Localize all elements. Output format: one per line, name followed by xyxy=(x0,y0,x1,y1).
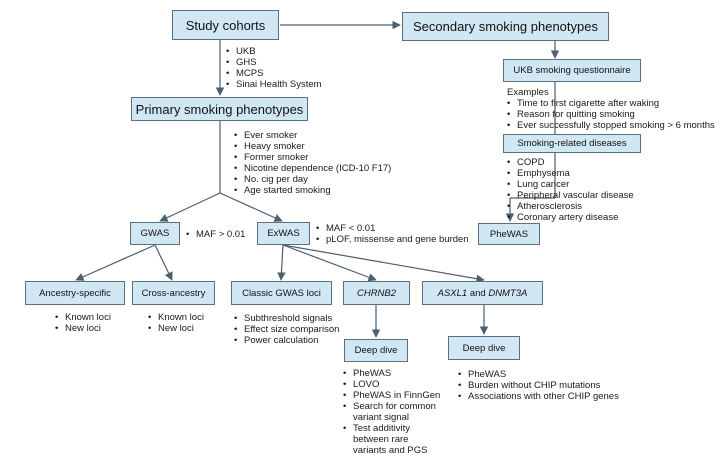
list-item: Subthreshold signals xyxy=(234,313,339,324)
smoking-diseases-label: Smoking-related diseases xyxy=(517,138,627,149)
list-item: Lung cancer xyxy=(507,179,634,190)
list-item: Time to first cigarette after waking xyxy=(507,98,715,109)
list-item: Heavy smoker xyxy=(234,141,391,152)
primary-phenotypes-box: Primary smoking phenotypes xyxy=(131,97,308,121)
list-item: Emphysema xyxy=(507,168,634,179)
smoking-diseases-box: Smoking-related diseases xyxy=(503,134,641,153)
gwas-box: GWAS xyxy=(130,222,180,245)
ukb-questionnaire-label: UKB smoking questionnaire xyxy=(513,65,631,76)
exwas-box: ExWAS xyxy=(257,222,310,245)
list-item: Burden without CHIP mutations xyxy=(458,380,619,391)
list-item: MCPS xyxy=(226,68,322,79)
study-cohorts-label: Study cohorts xyxy=(185,17,266,33)
dnmt3a-gene: DNMT3A xyxy=(488,287,528,299)
list-item: Atherosclerosis xyxy=(507,201,634,212)
list-item: New loci xyxy=(148,323,204,334)
list-item: Former smoker xyxy=(234,152,391,163)
cross-ancestry-list: Known loci New loci xyxy=(148,312,204,334)
list-item: COPD xyxy=(507,157,634,168)
deep-dive-asxl1-box: Deep dive xyxy=(448,336,520,360)
ancestry-specific-label: Ancestry-specific xyxy=(39,287,111,299)
list-item: Search for common variant signal xyxy=(343,401,443,423)
list-item: New loci xyxy=(55,323,111,334)
deep-dive-chrnb2-list: PheWAS LOVO PheWAS in FinnGen Search for… xyxy=(343,368,443,456)
phewas-label: PheWAS xyxy=(489,228,529,240)
classic-gwas-box: Classic GWAS loci xyxy=(231,281,332,305)
list-item: PheWAS in FinnGen xyxy=(343,390,443,401)
list-item: PheWAS xyxy=(343,368,443,379)
exwas-filter-list: MAF < 0.01 pLOF, missense and gene burde… xyxy=(316,223,469,245)
list-item: pLOF, missense and gene burden xyxy=(316,234,469,245)
ancestry-specific-box: Ancestry-specific xyxy=(25,281,125,305)
list-item: Known loci xyxy=(55,312,111,323)
deep-dive-chrnb2-label: Deep dive xyxy=(354,345,398,356)
and-text: and xyxy=(467,287,489,299)
list-item: Peripheral vascular disease xyxy=(507,190,634,201)
cross-ancestry-box: Cross-ancestry xyxy=(132,281,215,305)
secondary-phenotypes-box: Secondary smoking phenotypes xyxy=(402,12,609,41)
secondary-phenotypes-label: Secondary smoking phenotypes xyxy=(412,19,598,34)
list-item: Effect size comparison xyxy=(234,324,339,335)
deep-dive-asxl1-label: Deep dive xyxy=(462,342,506,354)
list-item: Age started smoking xyxy=(234,185,391,196)
list-item: GHS xyxy=(226,57,322,68)
list-item: Ever successfully stopped smoking > 6 mo… xyxy=(507,120,715,131)
list-item: Coronary artery disease xyxy=(507,212,634,223)
list-item: Sinai Health System xyxy=(226,79,322,90)
asxl1-gene: ASXL1 xyxy=(437,287,468,299)
cohort-list: UKB GHS MCPS Sinai Health System xyxy=(226,46,322,90)
list-item: UKB xyxy=(226,46,322,57)
phewas-box: PheWAS xyxy=(478,223,540,245)
classic-gwas-list: Subthreshold signals Effect size compari… xyxy=(234,313,339,346)
gwas-filter-list: MAF > 0.01 xyxy=(186,229,245,240)
list-item: Ever smoker xyxy=(234,130,391,141)
ancestry-specific-list: Known loci New loci xyxy=(55,312,111,334)
diseases-list: COPD Emphysema Lung cancer Peripheral va… xyxy=(507,157,634,223)
list-item: PheWAS xyxy=(458,369,619,380)
ukb-questionnaire-box: UKB smoking questionnaire xyxy=(503,59,641,82)
questionnaire-header: Examples xyxy=(507,87,549,98)
deep-dive-asxl1-list: PheWAS Burden without CHIP mutations Ass… xyxy=(458,369,619,402)
asxl1-dnmt3a-box: ASXL1 and DNMT3A xyxy=(422,281,543,305)
list-item: Test additivity between rare variants an… xyxy=(343,423,443,456)
list-item: MAF < 0.01 xyxy=(316,223,469,234)
cross-ancestry-label: Cross-ancestry xyxy=(141,287,206,299)
list-item: Reason for quitting smoking xyxy=(507,109,715,120)
primary-phenotypes-list: Ever smoker Heavy smoker Former smoker N… xyxy=(234,130,391,196)
classic-gwas-label: Classic GWAS loci xyxy=(242,287,321,299)
questionnaire-list: Time to first cigarette after waking Rea… xyxy=(507,98,715,131)
chrnb2-label: CHRNB2 xyxy=(356,287,397,299)
list-item: Nicotine dependence (ICD-10 F17) xyxy=(234,163,391,174)
list-item: No. cig per day xyxy=(234,174,391,185)
primary-phenotypes-label: Primary smoking phenotypes xyxy=(135,101,304,117)
list-item: Associations with other CHIP genes xyxy=(458,391,619,402)
list-item: MAF > 0.01 xyxy=(186,229,245,240)
gwas-label: GWAS xyxy=(140,228,170,239)
exwas-label: ExWAS xyxy=(267,228,300,239)
list-item: LOVO xyxy=(343,379,443,390)
asxl1-dnmt3a-label: ASXL1 and DNMT3A xyxy=(438,288,528,299)
list-item: Known loci xyxy=(148,312,204,323)
deep-dive-chrnb2-box: Deep dive xyxy=(344,339,408,362)
list-item: Power calculation xyxy=(234,335,339,346)
study-cohorts-box: Study cohorts xyxy=(172,10,279,40)
chrnb2-box: CHRNB2 xyxy=(343,281,410,305)
